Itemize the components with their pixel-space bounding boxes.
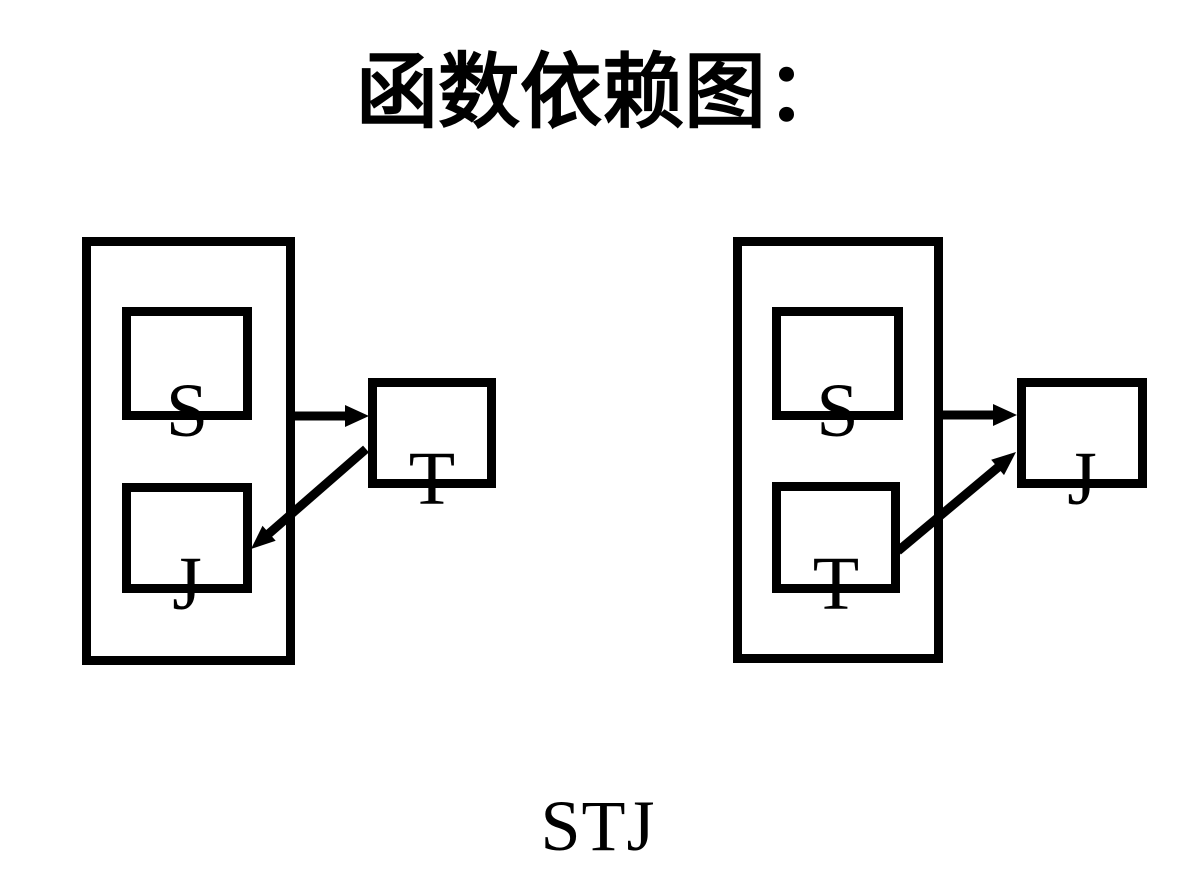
arrow-st-to-j [939, 404, 1017, 426]
inner-box-s: S [122, 307, 252, 449]
inner-box-t-right: T [772, 482, 900, 622]
external-box-t: T [368, 378, 496, 517]
box-label-s: S [165, 369, 209, 453]
box-label-j: J [172, 542, 202, 626]
inner-box-j: J [122, 483, 252, 622]
container-box-st [733, 237, 943, 663]
box-label-t: T [408, 437, 456, 521]
box-label-t-right: T [812, 542, 860, 626]
caption: STJ [540, 786, 656, 866]
arrow-sj-to-t [291, 405, 369, 427]
external-box-j-right: J [1017, 378, 1147, 517]
inner-box-s-right: S [772, 307, 903, 449]
box-label-j-right: J [1067, 437, 1097, 521]
page-title: 函数依赖图： [356, 47, 849, 138]
box-label-s-right: S [816, 369, 859, 453]
